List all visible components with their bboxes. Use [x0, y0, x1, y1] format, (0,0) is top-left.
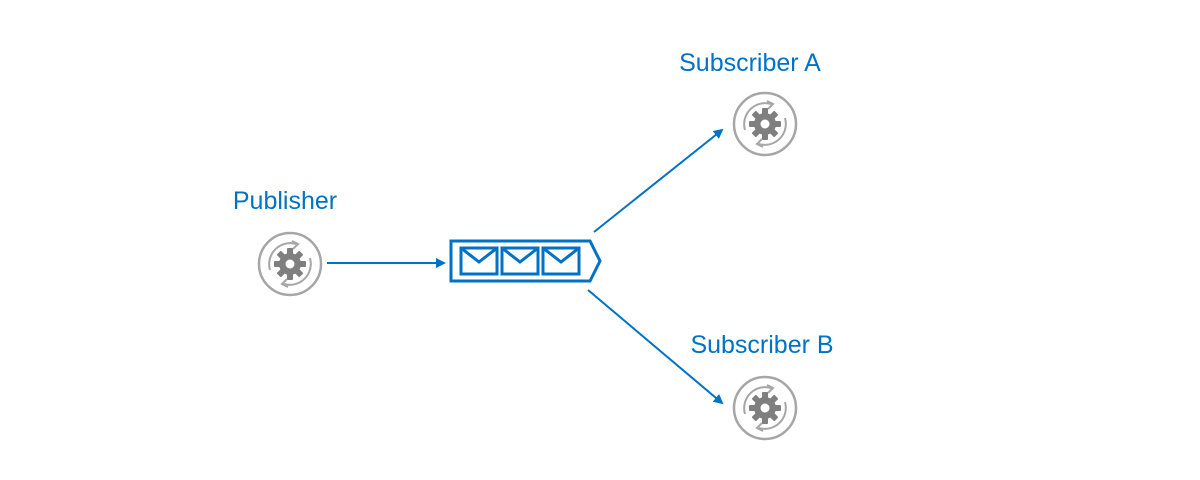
publisher-label: Publisher	[233, 187, 337, 215]
envelope-icon	[541, 246, 581, 276]
edge-queue-to-subscriber-b	[587, 289, 724, 405]
message-queue-icon	[449, 239, 602, 283]
service-gear-icon	[257, 231, 323, 297]
envelope-icon	[459, 246, 499, 276]
service-gear-icon	[732, 375, 798, 441]
subscriber-b-label: Subscriber B	[690, 331, 833, 359]
edge-queue-to-subscriber-a	[593, 128, 724, 233]
service-gear-icon	[732, 91, 798, 157]
envelope-icon	[500, 246, 540, 276]
subscriber-a-label: Subscriber A	[679, 49, 821, 77]
